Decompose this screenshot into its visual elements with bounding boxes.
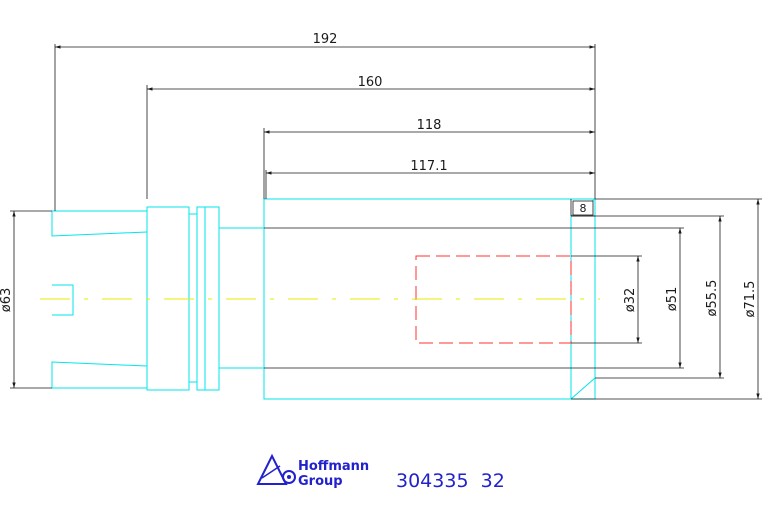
part-number: 304335 32 (396, 470, 505, 492)
dim-8-label: 8 (580, 202, 587, 215)
dim-192-label: 192 (313, 32, 338, 47)
collet-slot (52, 284, 74, 316)
dim-d32-label: ø32 (623, 288, 638, 313)
dim-160-label: 160 (358, 75, 383, 90)
groove (188, 213, 198, 383)
dim-d55-5-label: ø55.5 (705, 280, 720, 317)
logo-triangle-icon (256, 453, 288, 485)
part-outline (51, 198, 596, 400)
logo-line2: Group (298, 474, 343, 489)
front-taper-bottom (570, 377, 596, 400)
dim-d51-label: ø51 (665, 287, 680, 312)
dim-118-label: 118 (417, 118, 442, 133)
dim-d63-label: ø63 (0, 288, 14, 313)
vertical-dimensions (10, 198, 762, 400)
collet-nose-lower (51, 361, 148, 389)
hoffmann-logo: Hoffmann Group (256, 453, 369, 489)
horizontal-dimensions (54, 44, 596, 217)
logo-gear-icon (282, 470, 296, 484)
dim-117-1-label: 117.1 (410, 159, 447, 174)
neck (218, 227, 265, 369)
collet-nose (51, 210, 148, 237)
dim-d71-5-label: ø71.5 (743, 281, 758, 318)
logo-line1: Hoffmann (298, 459, 369, 474)
